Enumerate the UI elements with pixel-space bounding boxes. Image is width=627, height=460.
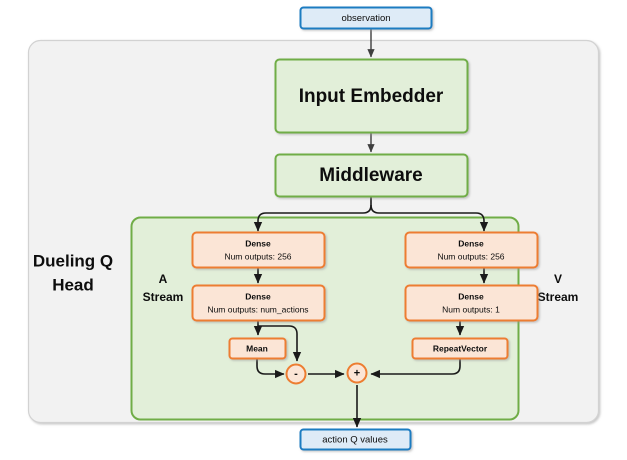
mean-label: Mean bbox=[246, 343, 268, 353]
input-embedder-box[interactable] bbox=[274, 58, 469, 134]
action-q-values-box[interactable] bbox=[299, 428, 412, 451]
a-stream-dense-256-box[interactable] bbox=[191, 231, 326, 269]
edge-a-dense2-to-minus bbox=[258, 325, 302, 362]
v-stream-dense-256-box[interactable] bbox=[404, 231, 539, 269]
a-stream-dense-num-actions-box[interactable] bbox=[191, 284, 326, 322]
edge-mean-to-minus bbox=[256, 359, 285, 379]
a-stream-label-line1: A bbox=[159, 272, 168, 286]
mean-box[interactable] bbox=[228, 337, 287, 360]
edge-middleware-to-value-stream bbox=[370, 204, 489, 232]
subtract-operator-circle[interactable] bbox=[285, 363, 307, 385]
edge-middleware-to-advantage-stream bbox=[253, 204, 372, 232]
v-stream-dense-256-node[interactable]: Dense Num outputs: 256 bbox=[404, 231, 539, 269]
v-stream-dense-1-node[interactable]: Dense Num outputs: 1 bbox=[404, 284, 539, 322]
a-stream-dense-256-subtitle: Num outputs: 256 bbox=[224, 251, 291, 261]
mean-node[interactable]: Mean bbox=[228, 337, 287, 360]
v-stream-dense-256-subtitle: Num outputs: 256 bbox=[437, 251, 504, 261]
a-stream-dense-num-actions-subtitle: Num outputs: num_actions bbox=[207, 304, 308, 314]
a-stream-dense-256-title: Dense bbox=[245, 238, 271, 248]
v-stream-label-line2: Stream bbox=[538, 290, 579, 304]
v-stream-label-line1: V bbox=[554, 272, 562, 286]
v-stream-dense-256-title: Dense bbox=[458, 238, 484, 248]
repeatvector-label: RepeatVector bbox=[433, 343, 488, 353]
dueling-q-head-label-line1: Dueling Q bbox=[33, 251, 113, 270]
input-embedder-label: Input Embedder bbox=[299, 86, 444, 107]
repeatvector-box[interactable] bbox=[411, 337, 509, 360]
action-q-values-label: action Q values bbox=[322, 435, 388, 446]
repeatvector-node[interactable]: RepeatVector bbox=[411, 337, 509, 360]
v-stream-dense-1-box[interactable] bbox=[404, 284, 539, 322]
add-operator-circle[interactable] bbox=[346, 362, 368, 384]
edge-repeatvector-to-plus bbox=[370, 359, 461, 379]
add-operator-label: + bbox=[354, 367, 360, 379]
action-q-values-node[interactable]: action Q values bbox=[299, 428, 412, 451]
observation-node[interactable]: observation bbox=[299, 6, 433, 30]
a-stream-dense-num-actions-title: Dense bbox=[245, 291, 271, 301]
observation-box[interactable] bbox=[299, 6, 433, 30]
v-stream-dense-1-title: Dense bbox=[458, 291, 484, 301]
dueling-q-head-label-line2: Head bbox=[52, 275, 94, 294]
middleware-box[interactable] bbox=[274, 153, 469, 198]
middleware-node[interactable]: Middleware bbox=[274, 153, 469, 198]
add-operator-node[interactable]: + bbox=[346, 362, 368, 384]
a-stream-dense-num-actions-node[interactable]: Dense Num outputs: num_actions bbox=[191, 284, 326, 322]
subtract-operator-node[interactable]: - bbox=[285, 363, 307, 385]
observation-label: observation bbox=[341, 13, 390, 24]
middleware-label: Middleware bbox=[319, 165, 422, 186]
a-stream-dense-256-node[interactable]: Dense Num outputs: 256 bbox=[191, 231, 326, 269]
v-stream-dense-1-subtitle: Num outputs: 1 bbox=[442, 304, 500, 314]
input-embedder-node[interactable]: Input Embedder bbox=[274, 58, 469, 134]
subtract-operator-label: - bbox=[294, 368, 298, 380]
a-stream-label-line2: Stream bbox=[143, 290, 184, 304]
